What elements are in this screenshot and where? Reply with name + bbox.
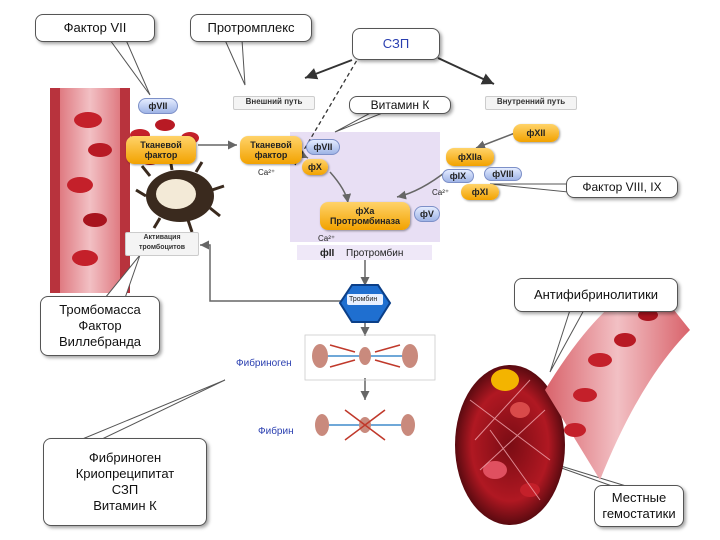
factor-xii: фXII bbox=[513, 124, 559, 142]
factor-vii-callout: Фактор VII bbox=[35, 14, 155, 42]
fibrinogen-label: Фибриноген bbox=[236, 358, 292, 369]
factor-ix: фIX bbox=[442, 169, 474, 183]
factor-vii-mid: фVII bbox=[306, 139, 340, 155]
platelet-activation-label: Активация тромбоцитов bbox=[125, 232, 199, 256]
prothrombin-bar bbox=[297, 245, 432, 260]
calcium-label-1: Ca²⁺ bbox=[258, 168, 276, 177]
tissue-factor-mid: Тканевой фактор bbox=[240, 136, 302, 164]
fibrin-label: Фибрин bbox=[258, 426, 294, 437]
thrombin-label: Тромбин bbox=[349, 296, 378, 303]
factor-xiia: фXIIa bbox=[446, 148, 494, 166]
calcium-label-3: Ca²⁺ bbox=[318, 234, 336, 243]
blood-vessel-left bbox=[50, 88, 199, 293]
thrombin-shape bbox=[338, 284, 392, 323]
szp-callout: СЗП bbox=[352, 28, 440, 60]
extrinsic-path-label: Внешний путь bbox=[233, 96, 315, 110]
calcium-label-2: Ca²⁺ bbox=[432, 188, 450, 197]
factor-x: фX bbox=[302, 159, 328, 175]
platelet-image bbox=[135, 157, 225, 233]
factor-xi: фXI bbox=[461, 184, 499, 200]
factor-xa-prothrombinase: фXa Протромбиназа bbox=[320, 202, 410, 230]
arrows bbox=[198, 54, 516, 400]
fibrin-molecule bbox=[315, 409, 415, 441]
tissue-factor-left: Тканевой фактор bbox=[126, 136, 196, 164]
local-hemostatics-callout: Местные гемостатики bbox=[594, 485, 684, 527]
factor-v: фV bbox=[414, 206, 440, 222]
vitamin-k-callout: Витамин К bbox=[349, 96, 451, 114]
factor-vii-left: фVII bbox=[138, 98, 178, 114]
antifibrinolytics-callout: Антифибринолитики bbox=[514, 278, 678, 312]
clot-image bbox=[455, 365, 565, 525]
fibrinogen-cryo-callout: Фибриноген Криопреципитат СЗП Витамин К bbox=[43, 438, 207, 526]
prothrombin-complex-callout: Протромплекс bbox=[190, 14, 312, 42]
blood-vessel-right bbox=[545, 280, 690, 480]
factor-ii-label: фII bbox=[320, 248, 335, 259]
fibrinogen-molecule bbox=[304, 334, 436, 381]
factor-viii-ix-callout: Фактор VIII, IX bbox=[566, 176, 678, 198]
factor-viii: фVIII bbox=[484, 167, 522, 181]
prothrombin-label: Протромбин bbox=[346, 248, 404, 259]
intrinsic-path-label: Внутренний путь bbox=[485, 96, 577, 110]
thrombomass-callout: Тромбомасса Фактор Виллебранда bbox=[40, 296, 160, 356]
